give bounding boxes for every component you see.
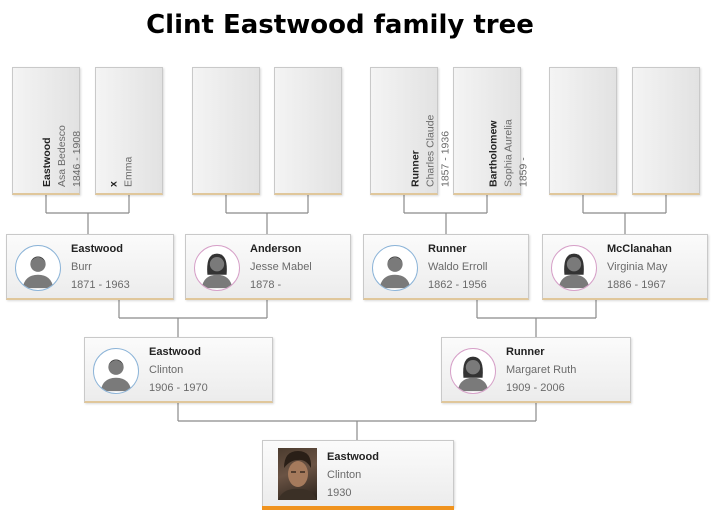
life-years: 1871 - 1963 <box>71 279 130 291</box>
male-avatar-icon <box>372 245 418 291</box>
given-name: Margaret Ruth <box>506 364 577 376</box>
surname: Runner <box>409 150 422 187</box>
male-avatar-icon <box>15 245 61 291</box>
given-name: Asa Bedesco <box>55 125 68 187</box>
surname: x <box>107 181 120 187</box>
life-years: 1886 - 1967 <box>607 279 666 291</box>
given-name: Emma <box>122 156 135 187</box>
given-name: Waldo Erroll <box>428 261 488 273</box>
life-years: 1862 - 1956 <box>428 279 487 291</box>
life-years: 1857 - 1936 <box>439 130 452 187</box>
given-name: Charles Claude <box>424 114 437 187</box>
surname: Eastwood <box>71 243 123 255</box>
life-years: 1846 - 1908 <box>70 130 83 187</box>
life-years: 1909 - 2006 <box>506 382 565 394</box>
given-name: Clinton <box>149 364 184 376</box>
given-name: Jesse Mabel <box>250 261 312 273</box>
male-avatar-icon <box>93 348 139 394</box>
female-avatar-icon <box>194 245 240 291</box>
surname: Runner <box>428 243 467 255</box>
surname: Runner <box>506 346 545 358</box>
female-avatar-icon <box>551 245 597 291</box>
surname: Bartholomew <box>487 120 500 187</box>
surname: Eastwood <box>327 451 379 463</box>
surname: Anderson <box>250 243 302 255</box>
person-card-great-grandparent-3[interactable] <box>192 67 260 195</box>
person-card-great-grandparent-7[interactable] <box>549 67 617 195</box>
person-card-great-grandparent-8[interactable] <box>632 67 700 195</box>
page-title: Clint Eastwood family tree <box>146 10 534 40</box>
life-years: 1878 - <box>250 279 282 291</box>
given-name: Virginia May <box>607 261 668 273</box>
surname: Eastwood <box>149 346 201 358</box>
life-years: 1906 - 1970 <box>149 382 208 394</box>
female-avatar-icon <box>450 348 496 394</box>
person-card-great-grandparent-4[interactable] <box>274 67 342 195</box>
life-years: 1859 - <box>517 157 530 187</box>
surname: McClanahan <box>607 243 672 255</box>
surname: Eastwood <box>40 137 53 187</box>
selected-indicator <box>262 506 454 510</box>
given-name: Sophia Aurelia <box>502 119 515 187</box>
portrait-photo <box>278 448 317 500</box>
given-name: Burr <box>71 261 92 273</box>
life-years: 1930 <box>327 487 352 499</box>
given-name: Clinton <box>327 469 362 481</box>
